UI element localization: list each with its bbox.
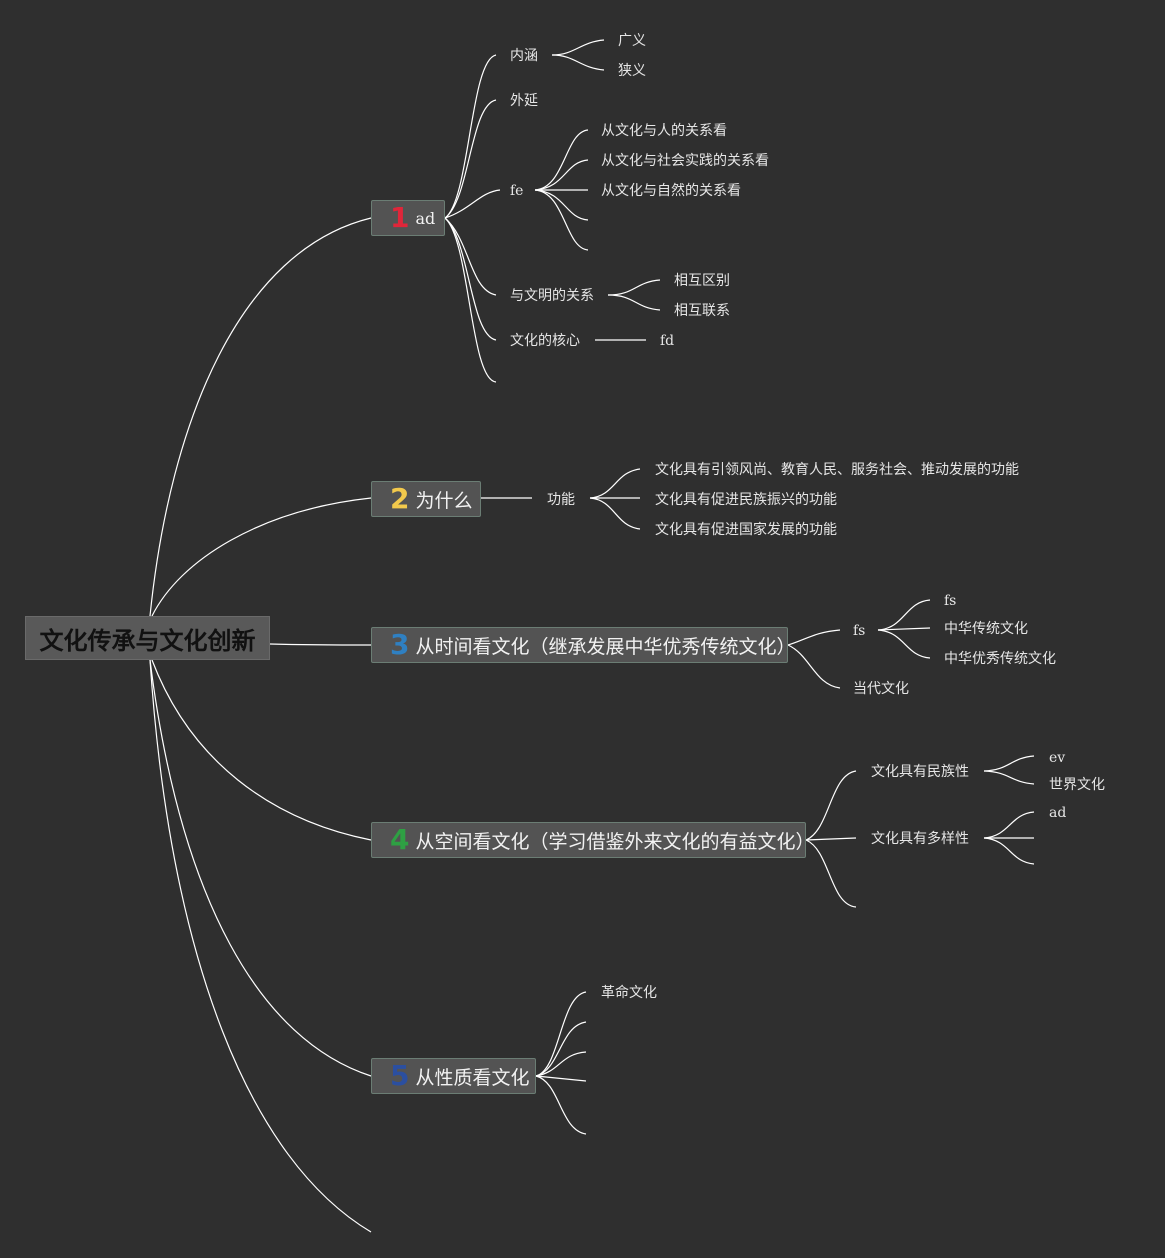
topic-dangdai[interactable]: 当代文化 [853, 681, 909, 697]
topic-duoyang[interactable]: 文化具有多样性 [871, 831, 969, 847]
branch-2-topic[interactable]: 2 为什么 [371, 481, 481, 517]
topic-fs[interactable]: fs [853, 623, 866, 639]
topic-gongneng-item[interactable]: 文化具有促进国家发展的功能 [655, 522, 837, 538]
branch-label: 从空间看文化（学习借鉴外来文化的有益文化） [415, 830, 815, 853]
branch-label: 为什么 [415, 489, 473, 512]
branch-4-topic[interactable]: 4 从空间看文化（学习借鉴外来文化的有益文化） [371, 822, 815, 858]
topic-fs-item[interactable]: fs [944, 593, 957, 609]
topic-fe-item[interactable]: 从文化与人的关系看 [601, 123, 727, 139]
branch-label: 从时间看文化（继承发展中华优秀传统文化） [415, 635, 796, 658]
topic-fe[interactable]: fe [510, 183, 524, 199]
topic-minzu[interactable]: 文化具有民族性 [871, 764, 969, 780]
connector-root-b5 [149, 659, 372, 1077]
topic-fs-item[interactable]: 中华传统文化 [944, 621, 1028, 637]
connector-root-b6 [149, 659, 372, 1233]
root-topic[interactable]: 文化传承与文化创新 [25, 616, 270, 660]
topic-xiayi[interactable]: 狭义 [618, 63, 646, 79]
topic-fd[interactable]: fd [660, 333, 675, 349]
topic-hexin[interactable]: 文化的核心 [510, 333, 580, 349]
topic-gongneng-item[interactable]: 文化具有促进民族振兴的功能 [655, 492, 837, 508]
topic-neihan[interactable]: 内涵 [510, 48, 538, 64]
branch-3-topic[interactable]: 3 从时间看文化（继承发展中华优秀传统文化） [371, 627, 796, 663]
topic-fs-item[interactable]: 中华优秀传统文化 [944, 651, 1056, 667]
branch-5-topic[interactable]: 5 从性质看文化 [371, 1058, 536, 1094]
branch-1-topic[interactable]: 1 ad [371, 200, 445, 236]
topic-waiyan[interactable]: 外延 [510, 93, 538, 109]
branch-label: 从性质看文化 [415, 1066, 530, 1089]
topic-minzu-item[interactable]: 世界文化 [1049, 777, 1105, 793]
topic-minzu-item[interactable]: ev [1049, 750, 1066, 766]
branch-label: ad [415, 208, 436, 228]
topic-gongneng[interactable]: 功能 [547, 492, 575, 508]
topic-duoyang-item[interactable]: ad [1049, 805, 1067, 821]
root-topic-label: 文化传承与文化创新 [39, 626, 256, 655]
branch-number-badge: 4 [390, 823, 410, 856]
connector-root-b4 [151, 659, 372, 841]
topic-fe-item[interactable]: 从文化与自然的关系看 [601, 183, 741, 199]
branch-number-badge: 5 [390, 1059, 410, 1092]
branch-number-badge: 3 [390, 628, 410, 661]
topic-wenming[interactable]: 与文明的关系 [510, 288, 594, 304]
branch-number-badge: 2 [390, 482, 410, 515]
topic-fe-item[interactable]: 从文化与社会实践的关系看 [601, 153, 769, 169]
topic-geming[interactable]: 革命文化 [601, 985, 657, 1001]
connector-root-b3 [269, 643, 372, 646]
branch-number-badge: 1 [390, 201, 410, 234]
topic-wenming-item[interactable]: 相互联系 [674, 303, 730, 319]
connector-root-b1 [149, 217, 372, 617]
topic-guangyi[interactable]: 广义 [618, 33, 646, 49]
topic-gongneng-item[interactable]: 文化具有引领风尚、教育人民、服务社会、推动发展的功能 [655, 462, 1019, 478]
topic-wenming-item[interactable]: 相互区别 [674, 273, 730, 289]
connector-root-b2 [151, 497, 372, 617]
